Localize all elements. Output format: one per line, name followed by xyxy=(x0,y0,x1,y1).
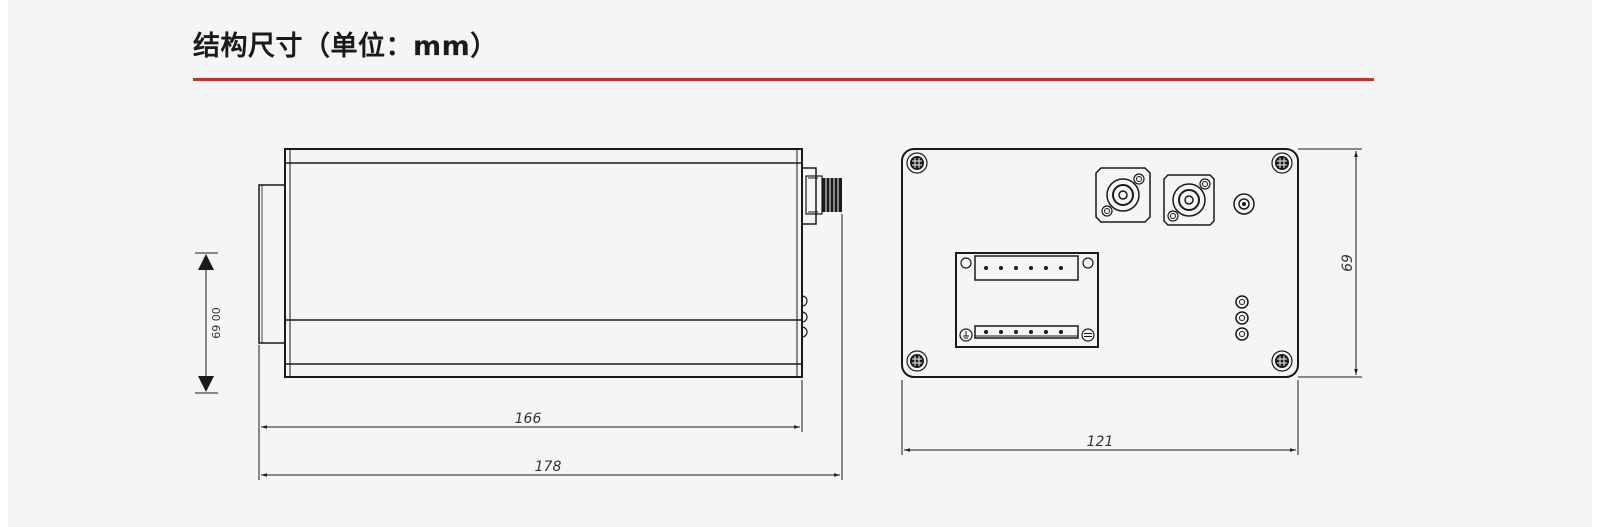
dimension-length-total: 178 xyxy=(261,214,843,480)
terminal-block xyxy=(955,252,1099,348)
corner-screws xyxy=(906,152,1293,372)
dimension-height-side: 69 00 xyxy=(195,252,223,394)
side-view-rear-flange xyxy=(258,184,286,344)
screw-bottom-left xyxy=(906,350,928,372)
status-leds xyxy=(1235,295,1249,341)
dim-label-166: 166 xyxy=(515,411,542,427)
dim-label-121: 121 xyxy=(1087,434,1114,450)
dimension-height-front: 69 xyxy=(1298,148,1362,378)
ground-icon xyxy=(959,328,973,342)
minus-terminal-icon xyxy=(1081,328,1095,342)
coax-connector-2 xyxy=(1163,174,1215,226)
front-view-plate xyxy=(901,148,1299,378)
side-view-leds xyxy=(801,295,808,338)
side-view-body xyxy=(284,148,803,378)
dimension-drawing: 69 00 166 178 xyxy=(195,148,1362,480)
side-view: 69 00 166 178 xyxy=(195,148,843,480)
screw-bottom-right xyxy=(1271,350,1293,372)
dimension-width-front: 121 xyxy=(901,380,1299,455)
dim-label-178: 178 xyxy=(535,459,562,475)
title-underline xyxy=(193,78,1374,81)
dim-label-69: 69 xyxy=(1340,254,1356,272)
sma-connector xyxy=(1233,193,1255,215)
screw-top-left xyxy=(906,152,928,174)
side-view-connector xyxy=(801,167,842,225)
front-view: 121 69 xyxy=(901,148,1362,455)
screw-top-right xyxy=(1271,152,1293,174)
section-title: 结构尺寸（单位：mm） xyxy=(193,31,498,62)
content-panel: 结构尺寸（单位：mm） xyxy=(8,0,1592,527)
dim-label-side-height: 69 00 xyxy=(210,307,223,339)
dimension-length-body: 166 xyxy=(258,345,803,480)
coax-connector-1 xyxy=(1095,167,1151,223)
